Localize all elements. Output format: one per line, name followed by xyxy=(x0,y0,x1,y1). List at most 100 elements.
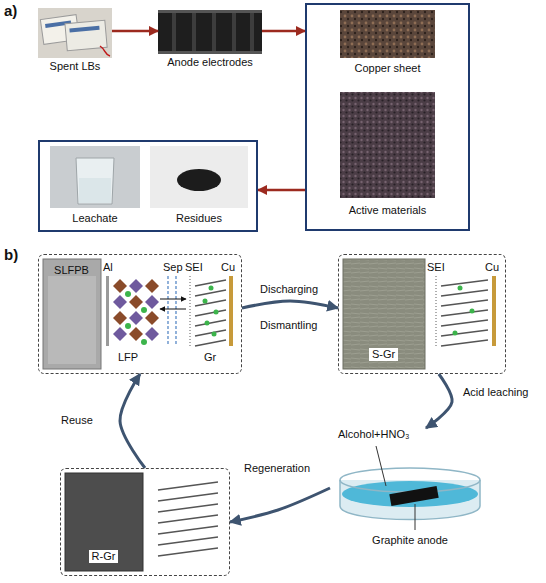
photo-panel: SLFPB xyxy=(43,259,101,369)
leaching-dish xyxy=(342,481,478,507)
battery-photo xyxy=(69,26,99,33)
flow-arrow xyxy=(258,189,305,192)
node-label: Alcohol+HNO₃ xyxy=(338,428,409,441)
residue-photo xyxy=(150,146,248,208)
spent-graphite-schematic xyxy=(435,276,436,346)
pouch-cell-photo xyxy=(48,276,96,364)
cell-schematic xyxy=(129,311,143,325)
leaching-dish xyxy=(389,486,438,506)
photo-panel: Anode electrodes xyxy=(158,8,262,70)
leaching-dish xyxy=(376,446,386,486)
photo-panel: Copper sheet xyxy=(340,10,435,76)
cell-schematic xyxy=(203,299,208,304)
dashed-panel: R-Gr xyxy=(60,468,230,576)
part-name: Gr xyxy=(204,350,216,364)
step-label: Regeneration xyxy=(243,462,311,475)
pouch-cell-photo xyxy=(43,259,101,369)
dashed-panel: S-Gr xyxy=(338,254,506,374)
leachate-photo xyxy=(50,146,140,208)
battery-photo xyxy=(38,8,112,58)
node-label: R-Gr xyxy=(89,550,119,563)
photo-panel: Spent LBs xyxy=(38,8,112,74)
flow-arrow xyxy=(426,374,452,428)
cell-schematic xyxy=(141,339,147,345)
copper-photo xyxy=(340,10,435,58)
photo-panel: Residues xyxy=(150,146,248,226)
part-name: SEI xyxy=(427,260,445,274)
regenerated-graphite-photo xyxy=(65,473,143,571)
photo-panel: S-Gr xyxy=(343,259,425,369)
part-name: Sep xyxy=(163,260,183,274)
cell-schematic xyxy=(145,311,159,325)
active-material-photo xyxy=(340,92,435,198)
flow-arrow xyxy=(230,488,330,522)
leaching-dish xyxy=(340,468,480,492)
leachate-photo xyxy=(79,178,111,203)
cell-schematic xyxy=(160,299,186,300)
cell-schematic xyxy=(212,332,217,337)
photo-panel: Leachate xyxy=(50,146,140,226)
cell-schematic xyxy=(125,323,131,329)
leachate-photo xyxy=(76,158,114,204)
node-label: Leachate xyxy=(72,212,117,225)
regenerated-graphite-photo xyxy=(65,473,143,571)
residue-photo xyxy=(150,146,248,208)
anode-photo xyxy=(158,10,262,54)
cell-schematic xyxy=(214,310,219,315)
copper-photo xyxy=(340,10,435,58)
cell-schematic xyxy=(205,321,210,326)
leaching-dish xyxy=(415,504,416,530)
node-label: Copper sheet xyxy=(354,62,420,75)
step-label: Discharging xyxy=(259,283,319,296)
step-label: Reuse xyxy=(60,414,94,427)
group-box: Leachate Residues xyxy=(38,140,258,232)
cell-schematic xyxy=(113,279,127,293)
part-name: Al xyxy=(103,260,113,274)
residue-photo xyxy=(177,169,221,191)
pouch-cell-photo xyxy=(43,259,101,369)
step-label: Acid leaching xyxy=(462,386,529,399)
anode-photo xyxy=(158,51,262,54)
spent-graphite-schematic xyxy=(470,309,475,314)
cell-schematic xyxy=(168,276,176,346)
part-name: SEI xyxy=(185,260,203,274)
petri-dish: Alcohol+HNO₃Graphite anode xyxy=(330,428,490,548)
cell-schematic xyxy=(209,286,214,291)
cell-schematic xyxy=(141,307,147,313)
anode-photo xyxy=(174,13,252,51)
spent-graphite-schematic xyxy=(458,286,463,291)
leaching-dish xyxy=(340,480,480,520)
node-label: S-Gr xyxy=(369,348,398,361)
cell-schematic xyxy=(145,327,159,341)
part-name: Cu xyxy=(221,260,235,274)
dashed-panel: SLFPB xyxy=(38,254,242,374)
cell-schematic xyxy=(113,295,127,309)
flow-arrow xyxy=(120,374,145,468)
cell-schematic xyxy=(160,309,186,310)
cell-schematic xyxy=(129,295,143,309)
part-name: Cu xyxy=(485,260,499,274)
cell-schematic xyxy=(129,327,143,341)
cell-schematic xyxy=(125,291,131,297)
flow-arrow xyxy=(112,30,158,33)
cell-schematic xyxy=(106,276,109,346)
anode-photo xyxy=(158,10,262,54)
flow-arrow xyxy=(242,301,338,308)
spent-graphite-schematic xyxy=(441,280,488,346)
photo-panel: Active materials xyxy=(340,92,435,218)
cell-schematic xyxy=(113,327,127,341)
node-label: Anode electrodes xyxy=(167,56,253,69)
cell-schematic xyxy=(106,276,233,346)
spent-graphite-photo xyxy=(343,259,425,369)
node-label: Residues xyxy=(176,212,222,225)
group-box: Copper sheetActive materials xyxy=(305,3,470,231)
battery-photo xyxy=(38,8,112,58)
node-label: SLFPB xyxy=(54,264,89,277)
node-label: Spent LBs xyxy=(50,60,101,73)
